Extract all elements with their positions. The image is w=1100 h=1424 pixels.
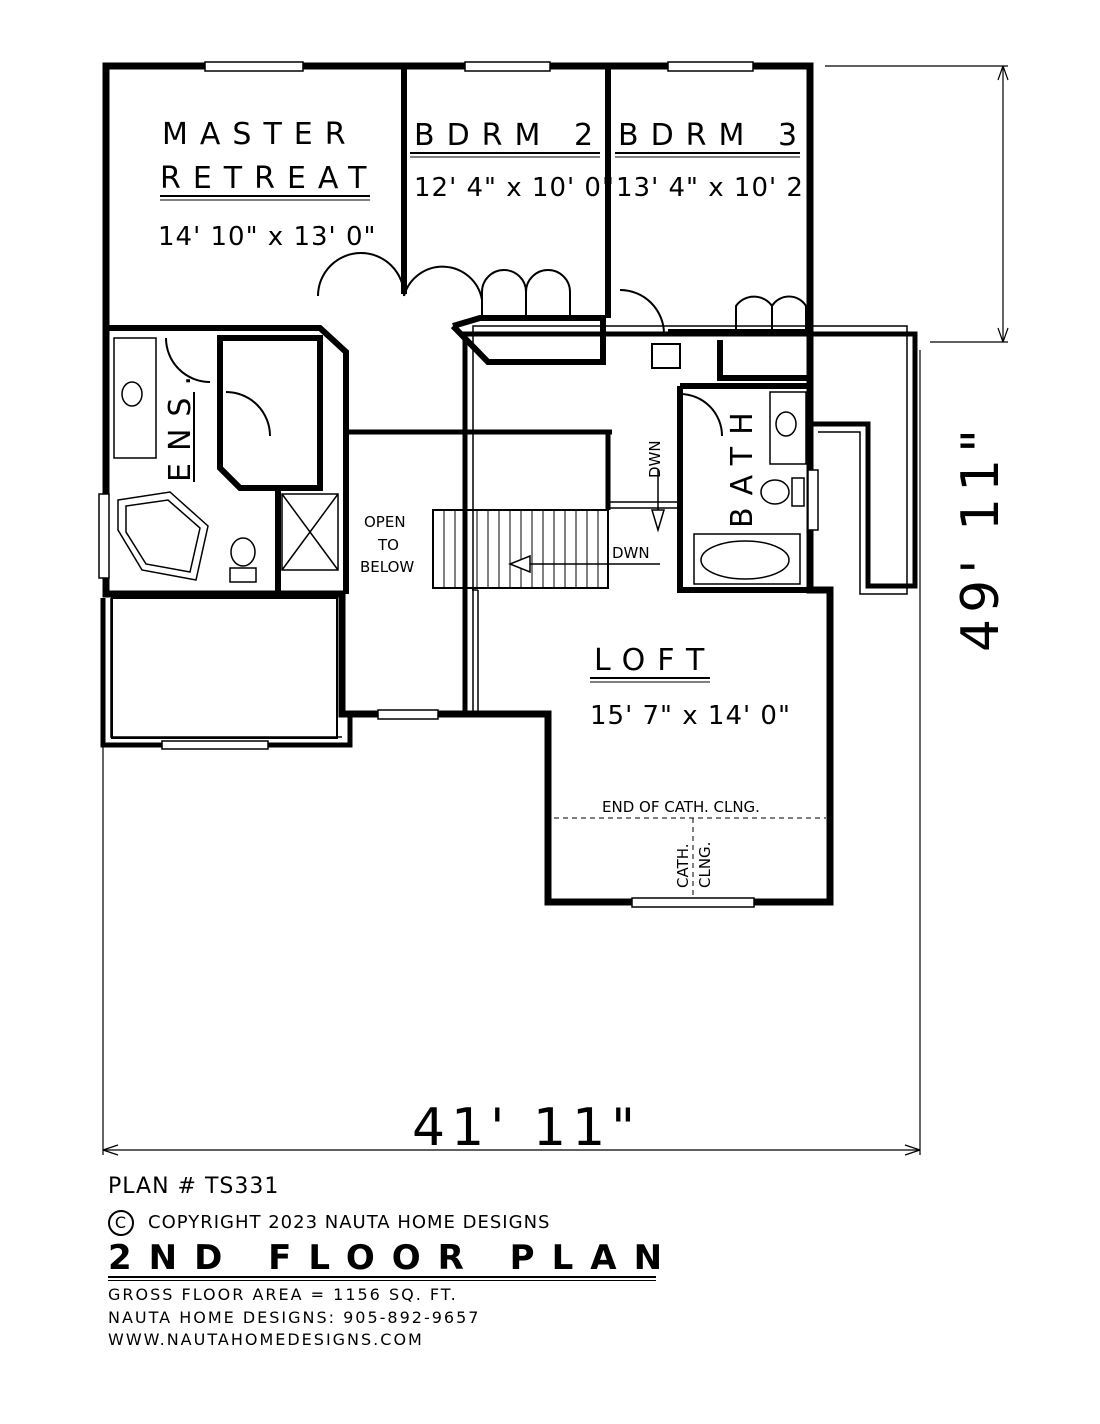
title-underline-thin [108,1280,656,1281]
copyright-line: C COPYRIGHT 2023 NAUTA HOME DESIGNS [108,1210,550,1236]
overall-width-dimension: 41' 11" [412,1098,641,1158]
exterior-walls [102,62,834,906]
loft-dimensions: 15' 7" x 14' 0" [590,701,791,731]
master-dimensions: 14' 10" x 13' 0" [158,222,376,252]
open-to-below-line2: TO [377,536,399,554]
loft-label: LOFT [594,643,716,678]
dimension-lines [102,65,1009,1156]
end-of-cath-ceiling-note: END OF CATH. CLNG. [602,798,760,816]
copyright-icon: C [108,1210,134,1236]
stair-down-label-upper: DWN [646,440,664,478]
master-label-line2: RETREAT [160,161,378,196]
copyright-text: COPYRIGHT 2023 NAUTA HOME DESIGNS [148,1212,551,1233]
bath-label: BATH [725,400,760,528]
fixtures [111,337,807,739]
open-to-below-line1: OPEN [364,513,406,531]
open-to-below-line3: BELOW [360,558,414,576]
cath-ceiling-note-line2: CLNG. [696,842,714,888]
bdrm3-label: BDRM 3 [618,118,809,153]
bdrm2-label: BDRM 2 [414,118,605,153]
cathedral-ceiling-lines [554,817,826,898]
stairs [348,429,680,714]
ensuite-label: ENS. [163,364,198,482]
bdrm3-dimensions: 13' 4" x 10' 2" [616,173,817,203]
stair-down-label-lower: DWN [612,544,650,562]
door-swings [165,252,807,437]
company-phone: NAUTA HOME DESIGNS: 905-892-9657 [108,1308,481,1327]
company-website: WWW.NAUTAHOMEDESIGNS.COM [108,1330,424,1349]
bdrm2-dimensions: 12' 4" x 10' 0" [414,173,615,203]
windows [98,61,819,908]
title-underline [108,1276,656,1278]
plan-title: 2ND FLOOR PLAN [108,1238,680,1278]
master-label-line1: MASTER [162,117,358,152]
floor-plan-drawing: MASTER RETREAT 14' 10" x 13' 0" BDRM 2 1… [98,61,1011,1158]
cath-ceiling-note-line1: CATH. [674,843,692,888]
interior-walls [106,66,810,594]
plan-number: PLAN # TS331 [108,1174,280,1199]
overall-depth-dimension: 49' 11" [951,423,1011,652]
gross-floor-area: GROSS FLOOR AREA = 1156 SQ. FT. [108,1285,458,1304]
